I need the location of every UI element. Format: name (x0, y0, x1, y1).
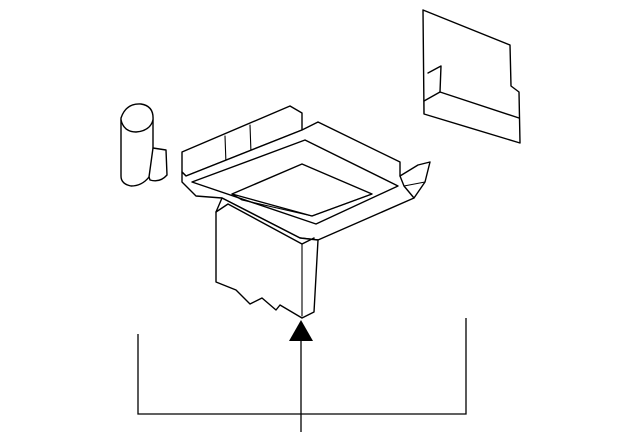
callout-bracket (137, 318, 467, 432)
console-tray-icon (181, 105, 431, 319)
panel-bracket-icon (422, 9, 521, 144)
bracket-line (137, 318, 467, 415)
clip-cylinder-icon (120, 103, 168, 187)
callout-arrow-icon (289, 320, 313, 341)
